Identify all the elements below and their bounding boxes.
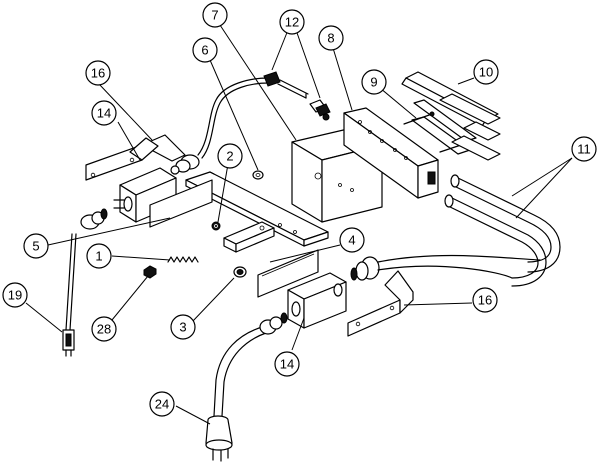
callout-5-label: 5 bbox=[32, 239, 39, 254]
leader-lines bbox=[25, 21, 573, 425]
part-heater-element bbox=[403, 99, 477, 155]
callout-10: 10 bbox=[473, 59, 499, 85]
callout-7-label: 7 bbox=[211, 8, 218, 23]
callout-14-upper: 14 bbox=[91, 100, 117, 126]
part-lower-gland bbox=[350, 254, 541, 281]
callout-10-label: 10 bbox=[479, 65, 493, 80]
part-spring bbox=[167, 256, 199, 263]
callout-3: 3 bbox=[170, 314, 196, 340]
callout-6-label: 6 bbox=[201, 43, 208, 58]
callout-8-label: 8 bbox=[327, 31, 334, 46]
callout-4-label: 4 bbox=[348, 233, 355, 248]
callout-16-lower: 16 bbox=[472, 287, 498, 313]
part-reflector-strip bbox=[401, 71, 501, 161]
callout-2: 2 bbox=[217, 143, 243, 169]
part-bracket-upper bbox=[85, 134, 186, 181]
part-plate-5 bbox=[149, 179, 213, 228]
callout-11-label: 11 bbox=[577, 142, 591, 157]
callout-12-label: 12 bbox=[285, 15, 299, 30]
part-probe bbox=[263, 71, 331, 121]
callout-4: 4 bbox=[339, 227, 365, 253]
callout-24-label: 24 bbox=[155, 397, 169, 412]
callout-14-lower-label: 14 bbox=[280, 357, 294, 372]
part-heating-tubes bbox=[444, 174, 561, 287]
part-bracket-lower bbox=[347, 270, 414, 337]
part-front-plate bbox=[291, 127, 383, 223]
callout-3-label: 3 bbox=[179, 320, 186, 335]
callout-16-upper: 16 bbox=[85, 60, 111, 86]
callout-6: 6 bbox=[192, 37, 218, 63]
callout-19: 19 bbox=[2, 282, 28, 308]
callout-1: 1 bbox=[86, 243, 112, 269]
callout-1-label: 1 bbox=[95, 249, 102, 264]
part-plug bbox=[205, 415, 233, 462]
part-power-cord bbox=[213, 312, 288, 417]
part-washer-bar bbox=[211, 221, 275, 253]
callout-24: 24 bbox=[149, 391, 175, 417]
part-nut-6 bbox=[252, 170, 264, 180]
part-plate-4 bbox=[257, 249, 319, 298]
callout-28-label: 28 bbox=[97, 322, 111, 337]
callout-28: 28 bbox=[91, 316, 117, 342]
callout-2-label: 2 bbox=[226, 149, 233, 164]
callout-5: 5 bbox=[23, 233, 49, 259]
part-circuit-board bbox=[343, 107, 439, 199]
callout-9: 9 bbox=[361, 69, 387, 95]
callout-16-upper-label: 16 bbox=[91, 66, 105, 81]
part-nut-28 bbox=[143, 265, 157, 279]
part-junction-box-lower bbox=[287, 272, 347, 329]
part-nut-3 bbox=[233, 266, 247, 278]
callout-19-label: 19 bbox=[8, 288, 22, 303]
callout-7: 7 bbox=[202, 2, 228, 28]
callout-11: 11 bbox=[571, 136, 597, 162]
part-sensor-wire bbox=[62, 208, 108, 357]
callout-12: 12 bbox=[279, 9, 305, 35]
part-junction-box-upper bbox=[113, 167, 177, 223]
callout-16-lower-label: 16 bbox=[478, 293, 492, 308]
part-upper-cord bbox=[170, 77, 269, 175]
callout-14-upper-label: 14 bbox=[97, 106, 111, 121]
callout-8: 8 bbox=[318, 25, 344, 51]
callout-14-lower: 14 bbox=[274, 351, 300, 377]
callout-9-label: 9 bbox=[370, 75, 377, 90]
